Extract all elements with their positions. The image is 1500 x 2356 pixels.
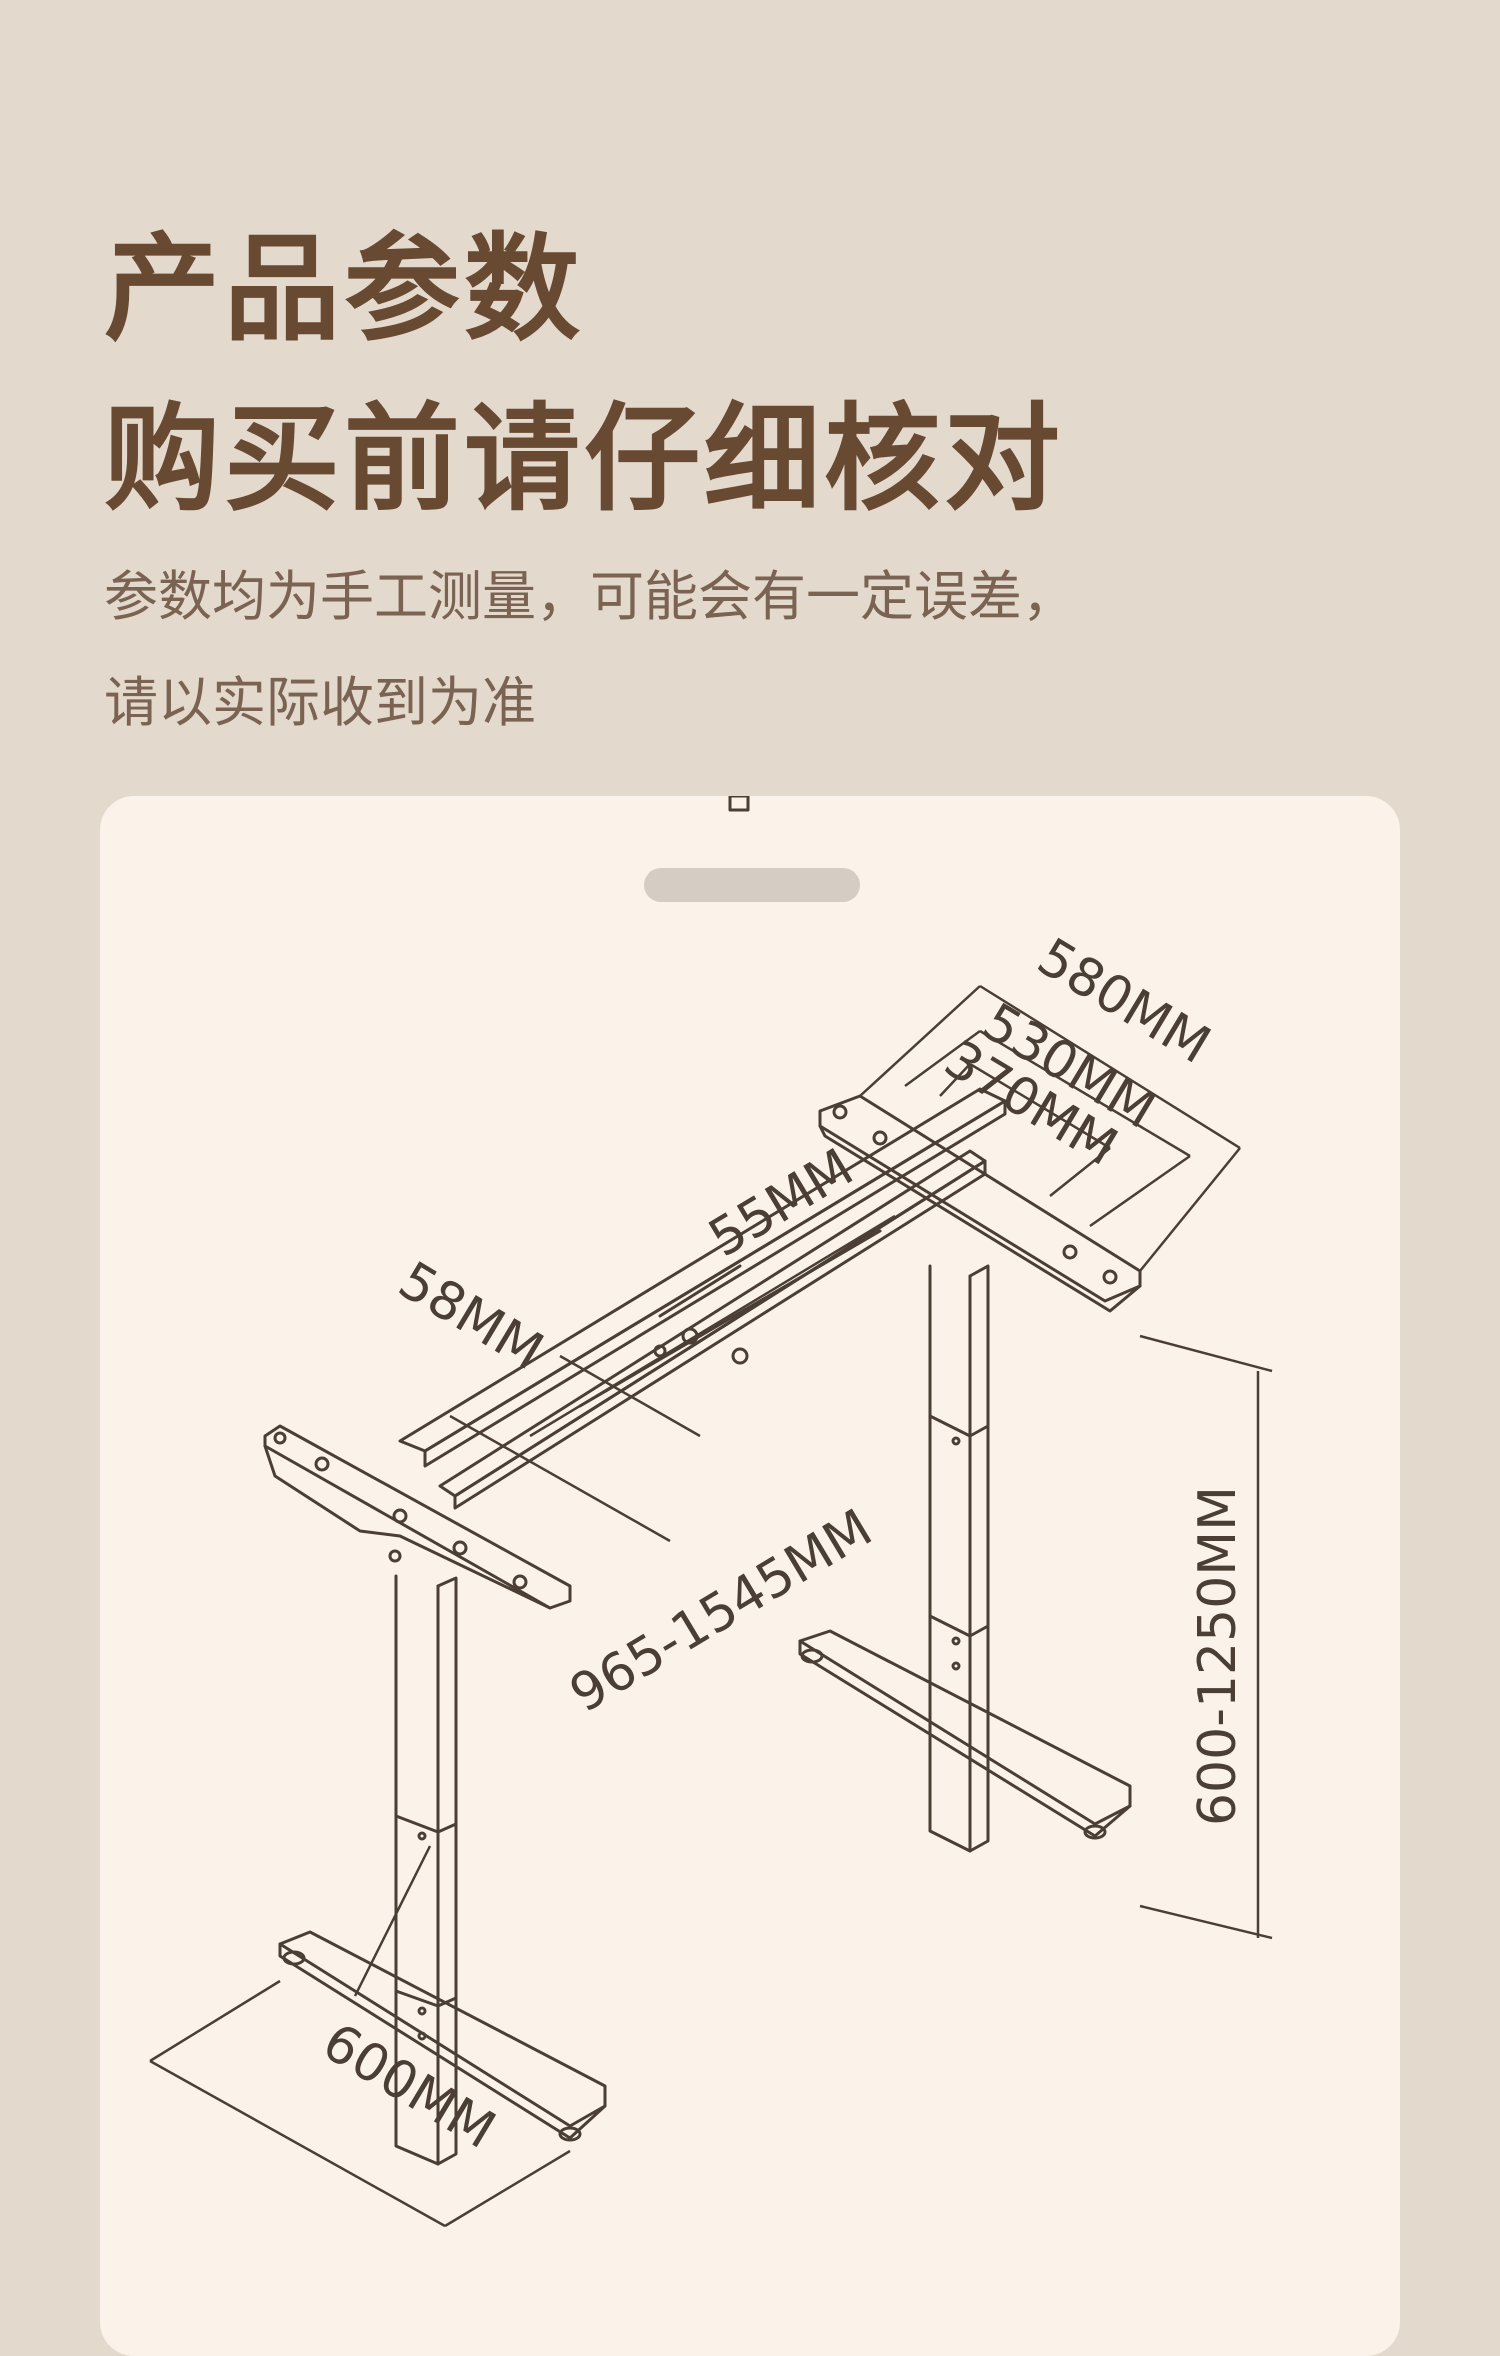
- right-foot: [798, 1629, 1132, 1840]
- measurement-note-line1: 参数均为手工测量，可能会有一定误差，: [104, 565, 1076, 628]
- diagram-card: 580MM 530MM 370MM 55MM 58MM 965-1545MM 6…: [100, 796, 1400, 2356]
- page-subtitle: 购买前请仔细核对: [104, 392, 1064, 527]
- left-top-bracket: [263, 1424, 572, 1610]
- right-leg: [928, 1264, 990, 1853]
- desk-frame-diagram: 580MM 530MM 370MM 55MM 58MM 965-1545MM 6…: [149, 796, 1273, 2228]
- left-leg: [394, 1574, 458, 2166]
- measurement-note-line2: 请以实际收到为准: [104, 671, 536, 734]
- dim-58: 58MM: [388, 1251, 553, 1383]
- pager-pill: [644, 868, 860, 902]
- page-title: 产品参数: [104, 222, 584, 357]
- dim-600-1250: 600-1250MM: [1188, 1486, 1248, 1826]
- dim-965-1545: 965-1545MM: [560, 1498, 882, 1725]
- crossbeam: [398, 796, 1007, 1510]
- left-foot: [278, 1930, 607, 2142]
- dim-600: 600MM: [312, 2012, 505, 2161]
